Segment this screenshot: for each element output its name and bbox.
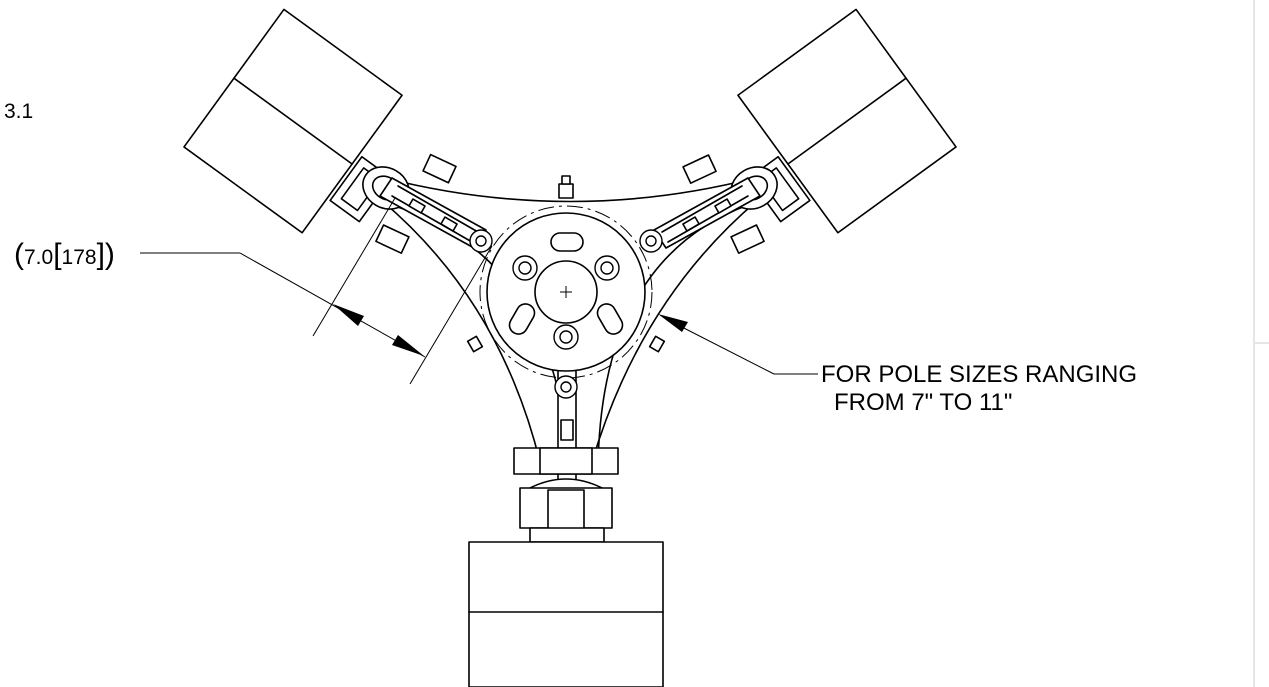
pole-diameter-circle xyxy=(479,205,653,379)
dimension-annotation: (7.0[178]) xyxy=(14,197,493,385)
top-left-fixture xyxy=(183,8,457,254)
dimension-value-mm: 178 xyxy=(62,246,97,269)
bolts xyxy=(469,229,663,399)
top-right-arm xyxy=(653,177,761,249)
bottom-fixture xyxy=(468,541,664,687)
callout-line-1: FOR POLE SIZES RANGING xyxy=(821,361,1137,388)
pole-size-callout: FOR POLE SIZES RANGING FROM 7" TO 11" xyxy=(658,314,1137,416)
svg-text:(7.0[178]): (7.0[178]) xyxy=(14,238,115,271)
dimension-arrow-right xyxy=(392,335,424,356)
bottom-fixture-housing xyxy=(468,541,664,687)
dimension-value: 7.0 xyxy=(24,246,53,269)
callout-arrow xyxy=(658,314,688,332)
callout-line-2: FROM 7" TO 11" xyxy=(834,389,1012,416)
dimension-arrow-left xyxy=(333,304,364,326)
right-scrollbar xyxy=(1253,0,1269,687)
pole-clamp xyxy=(466,175,666,379)
page-number: 3.1 xyxy=(4,100,33,123)
